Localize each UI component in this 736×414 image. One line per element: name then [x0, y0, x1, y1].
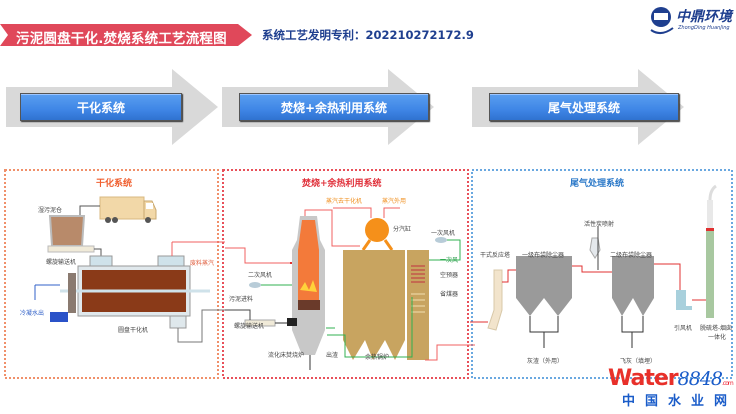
label-primary-fan: 一次风机	[431, 230, 456, 237]
label-screw-conveyor-incineration: 螺旋输送机	[234, 323, 265, 330]
label-stage1-baghouse: 一级布袋除尘器	[522, 252, 565, 259]
label-wet-sludge-bin: 湿污泥仓	[38, 207, 63, 214]
stage1-baghouse-icon	[516, 256, 572, 316]
label-ash-external: 灰渣（外用）	[527, 358, 564, 365]
company-logo: 中鼎环境 ZhongDing HuanJing	[648, 4, 734, 38]
steam-header-icon	[361, 218, 394, 251]
patent-number: 系统工艺发明专利：202210272172.9	[262, 28, 474, 42]
label-slag-out: 出渣	[326, 352, 339, 359]
label-exhaust-steam: 废料蒸汽	[190, 260, 215, 267]
label-primary-air: 一次风	[440, 257, 459, 264]
logo-emblem-icon	[650, 7, 674, 34]
secondary-fan-icon	[249, 282, 261, 288]
fluidized-bed-furnace-icon	[292, 216, 325, 355]
label-disc-dryer: 圆盘干化机	[118, 327, 149, 334]
stage-incineration-button[interactable]: 焚烧+余热利用系统	[239, 93, 429, 121]
label-steam-to-dryer: 蒸汽去干化机	[326, 198, 363, 205]
desulfurization-stack-icon	[706, 184, 717, 318]
incineration-panel-border	[222, 169, 469, 379]
drying-panel-border	[4, 169, 219, 379]
label-steam-external: 蒸汽外用	[382, 198, 407, 205]
stage-drying-button[interactable]: 干化系统	[20, 93, 182, 121]
label-induced-fan: 引风机	[674, 325, 693, 332]
logo-name-en: ZhongDing HuanJing	[678, 25, 730, 31]
fluegas-panel-border	[471, 169, 733, 379]
label-activated-carbon: 活性炭喷射	[584, 221, 615, 228]
wet-sludge-bin-icon	[47, 215, 95, 253]
label-economizer: 省煤器	[440, 291, 459, 298]
label-secondary-fan: 二次风机	[248, 272, 273, 279]
stage2-baghouse-icon	[612, 256, 654, 316]
watermark-number: 8848	[677, 368, 723, 390]
label-waste-heat-boiler: 余热锅炉	[365, 354, 390, 361]
incineration-panel-title: 焚烧+余热利用系统	[302, 179, 382, 189]
label-dry-reaction-tower: 干式反应塔	[480, 252, 511, 259]
dry-reaction-tower-icon	[487, 269, 503, 331]
drying-panel-title: 干化系统	[96, 179, 133, 189]
primary-fan-icon	[435, 237, 447, 243]
panel-borders	[4, 169, 733, 379]
logo-name-cn: 中鼎环境	[676, 9, 732, 25]
label-sludge-feed: 污泥进料	[229, 296, 254, 303]
disc-dryer-icon	[50, 255, 210, 329]
label-desulf-stack: 脱硫塔-烟囱	[700, 325, 733, 332]
truck-icon	[99, 196, 157, 223]
stage-fluegas-button[interactable]: 尾气处理系统	[489, 93, 679, 121]
watermark-cn: 中国水业网	[622, 394, 736, 409]
fluegas-diagram	[470, 184, 717, 348]
title-banner: 污泥圆盘干化.焚烧系统工艺流程图	[0, 24, 252, 47]
incineration-diagram	[225, 207, 475, 370]
label-screw-conveyor-drying: 螺旋输送机	[46, 259, 77, 266]
label-steam-header: 分汽缸	[393, 226, 412, 233]
label-stage2-baghouse: 二级布袋除尘器	[610, 252, 653, 259]
waste-heat-boiler-icon	[343, 250, 429, 360]
title-banner-shape	[0, 24, 252, 46]
watermark-logo: Water8848.com	[608, 366, 734, 391]
induced-fan-icon	[676, 290, 692, 310]
label-fluidized-bed: 流化床焚烧炉	[268, 352, 305, 359]
drying-diagram	[34, 196, 230, 343]
label-condensate-out: 冷凝水出	[20, 310, 45, 317]
label-desulf-stack-2: 一体化	[708, 334, 727, 341]
watermark-suffix: .com	[721, 380, 734, 387]
label-fly-ash: 飞灰（填埋）	[620, 358, 657, 365]
page-title: 污泥圆盘干化.焚烧系统工艺流程图	[16, 31, 227, 47]
fluegas-panel-title: 尾气处理系统	[570, 179, 625, 189]
label-air-preheater: 空预器	[440, 272, 459, 279]
watermark-brand: Water	[608, 366, 679, 391]
